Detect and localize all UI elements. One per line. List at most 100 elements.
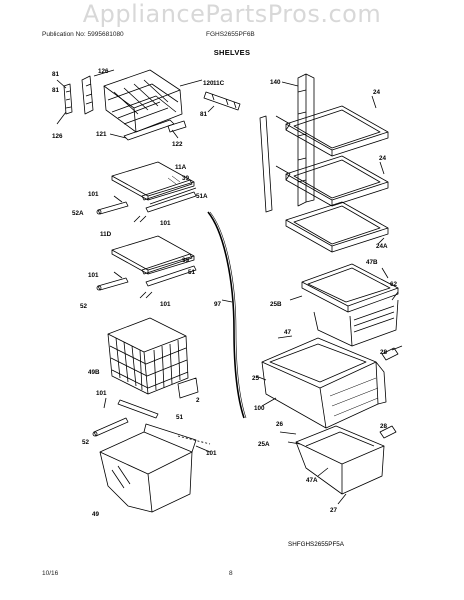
leader (281, 81, 299, 87)
crisper-62 (313, 299, 399, 347)
leader (177, 435, 211, 445)
leader (279, 431, 297, 435)
frame-39-51 (141, 253, 197, 287)
leader (93, 69, 115, 77)
callout: 39 (182, 175, 190, 182)
leader (377, 237, 385, 245)
leader (171, 129, 179, 139)
leader (379, 161, 385, 175)
crisper-pan-47 (261, 337, 387, 429)
rail-51-lower (117, 399, 159, 419)
clip-28-top (381, 345, 403, 361)
callout: 11A (175, 164, 187, 171)
leader (277, 335, 293, 339)
shelf-24-top (275, 105, 389, 157)
model-number: FGHS2655PF6B (206, 31, 255, 38)
leader (381, 267, 389, 279)
leader (103, 397, 107, 409)
callout: 101 (160, 301, 171, 308)
callout: 24A (376, 243, 388, 250)
callout: 49 (92, 511, 100, 518)
callout: 47A (306, 477, 318, 484)
callout: 26 (276, 421, 284, 428)
leader (113, 271, 123, 279)
callout: 47 (284, 329, 292, 336)
callout: 81 (200, 111, 208, 118)
callout: 52 (82, 439, 90, 446)
frame-39-51A (141, 179, 197, 213)
callout: 140 (270, 79, 281, 86)
callout: 24 (373, 89, 381, 96)
leader (195, 445, 211, 453)
bracket-11C (203, 91, 241, 111)
watermark: AppliancePartsPros.com (82, 0, 382, 28)
callout: 51A (196, 193, 208, 200)
leader (287, 441, 301, 445)
callout: 28 (380, 423, 388, 430)
callout: 47B (366, 259, 378, 266)
callout: 101 (96, 390, 107, 397)
callout: 39 (182, 257, 190, 264)
callout: 100 (254, 405, 265, 412)
clip-28-low (379, 425, 397, 439)
leader (56, 79, 67, 89)
leader (289, 295, 303, 301)
leader (113, 195, 123, 203)
leader (179, 79, 203, 87)
leader (391, 291, 399, 301)
callout: 28 (380, 349, 388, 356)
tube-97 (207, 211, 245, 419)
bracket-81-left (63, 83, 73, 115)
callout: 24 (379, 155, 387, 162)
callout: 25 (252, 375, 260, 382)
leader (221, 299, 233, 303)
callout: 122 (172, 141, 183, 148)
shelf-24-mid (275, 155, 389, 207)
leader (337, 493, 347, 505)
leader (133, 215, 147, 223)
leader (261, 397, 277, 407)
callout: 101 (206, 450, 217, 457)
callout: 52 (80, 303, 88, 310)
callout: 126 (52, 133, 63, 140)
callout: 97 (214, 301, 222, 308)
callout: 81 (52, 87, 60, 94)
publication-number: Publication No: 5995681080 (42, 31, 124, 38)
callout: 81 (52, 71, 60, 78)
cabinet-rail-140 (259, 73, 315, 213)
rail-52-lower (92, 417, 129, 437)
drawing-reference: SHFGHS2655PF5A (288, 541, 345, 548)
leader (56, 111, 67, 125)
callout: 49B (88, 369, 100, 376)
callout-labels: 81 126 120 11C 140 24 81 126 81 121 122 … (52, 68, 398, 548)
callout: 25A (258, 441, 270, 448)
rail-122 (167, 120, 187, 133)
leader (139, 291, 153, 299)
section-title: SHELVES (213, 48, 251, 57)
callout: 2 (196, 397, 200, 404)
rail-121 (123, 119, 175, 141)
callout: 11C (213, 80, 225, 87)
callout: 101 (88, 272, 99, 279)
leader (371, 95, 377, 109)
leader (109, 133, 127, 139)
tray-120 (103, 69, 183, 133)
callout: 51 (188, 269, 196, 276)
leader (255, 375, 267, 381)
callout: 27 (330, 507, 338, 514)
callout: 62 (390, 281, 398, 288)
leader (317, 467, 329, 477)
wire-basket-49B (107, 317, 189, 395)
callout: 101 (160, 220, 171, 227)
cover-2 (177, 377, 199, 399)
callout: 126 (98, 68, 109, 75)
callout: 101 (88, 191, 99, 198)
rail-52A (96, 201, 129, 215)
callout: 52A (72, 210, 84, 217)
bracket-126-top (81, 75, 94, 115)
callout: 25B (270, 301, 282, 308)
callout: 11D (100, 231, 112, 238)
page-number: 8 (229, 570, 233, 577)
